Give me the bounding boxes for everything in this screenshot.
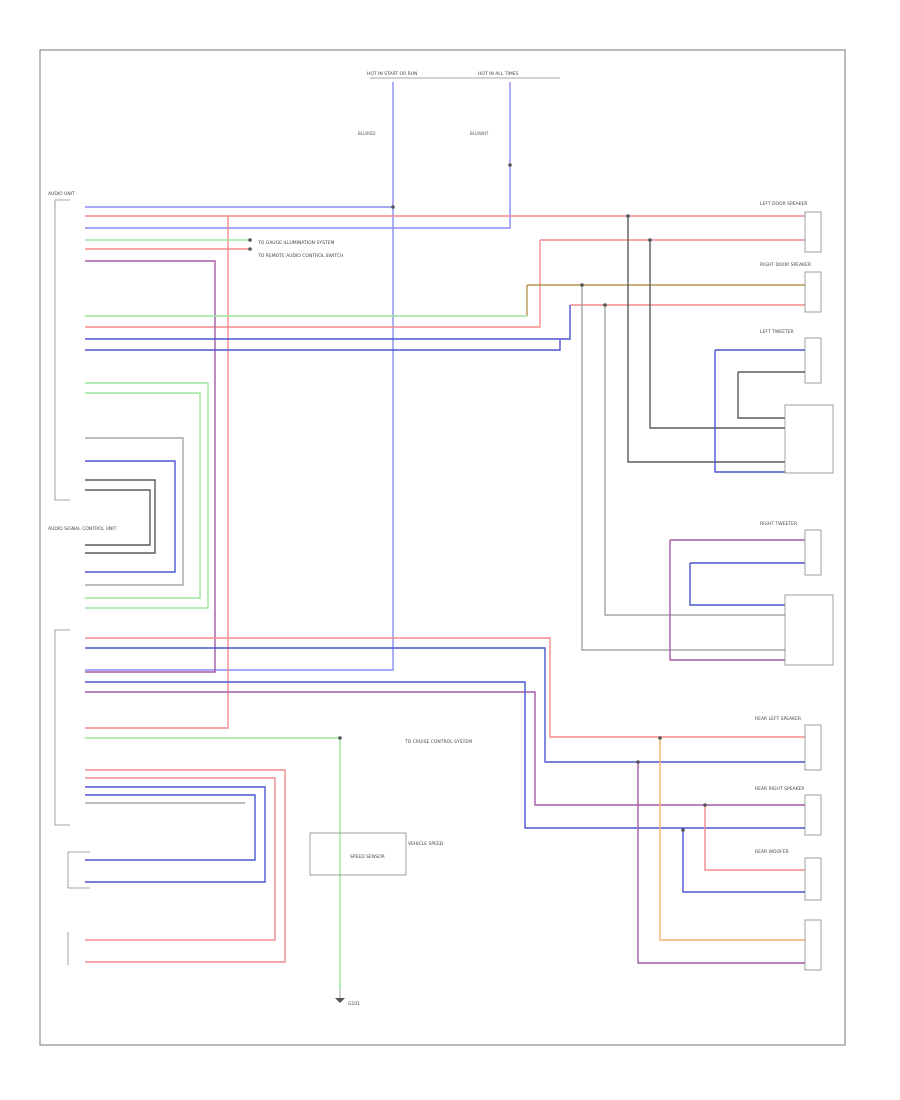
wire-black — [737, 372, 785, 419]
splice-dot — [508, 163, 512, 167]
bottom-left-components — [67, 851, 90, 965]
splice-dot — [248, 238, 252, 242]
wire-black — [627, 216, 785, 463]
wire-blue — [85, 82, 511, 229]
audio-unit-bracket — [54, 199, 70, 501]
bottom-left-speaker-symbol — [67, 851, 90, 889]
speed-sensor-label: SPEED SENSOR — [350, 854, 385, 860]
right-tweeter-label: RIGHT TWEETER — [760, 521, 797, 527]
right-tweeter-symbol — [804, 529, 822, 576]
ground-label: G101 — [348, 1001, 360, 1007]
cruise-note: TO CRUISE CONTROL SYSTEM — [404, 739, 472, 745]
wire-navy — [85, 681, 805, 829]
rear-left-speaker-symbol — [804, 724, 822, 771]
audio-note-2: TO REMOTE AUDIO CONTROL SWITCH — [257, 253, 343, 259]
wire-navy — [682, 830, 805, 893]
rear-right-speaker-label: REAR RIGHT SPEAKER — [755, 786, 805, 792]
wire-red — [85, 216, 229, 729]
diagram-frame — [39, 49, 846, 1046]
power-source-group: HOT IN START OR RUN HOT IN ALL TIMES BLU… — [358, 71, 560, 136]
wire-red — [85, 240, 541, 328]
speed-sensor-note: VEHICLE SPEED — [408, 841, 444, 847]
wire-gray — [604, 305, 785, 616]
left-door-speaker-label: LEFT DOOR SPEAKER — [760, 201, 808, 207]
wire-navy — [689, 563, 785, 606]
wire-gray — [581, 285, 785, 651]
wire-red — [85, 777, 276, 941]
rear-tweeter-symbol — [804, 919, 822, 971]
wire-green — [85, 392, 201, 599]
right-speakers: LEFT DOOR SPEAKER RIGHT DOOR SPEAKER LEF… — [755, 201, 834, 971]
splice-dots — [248, 163, 707, 832]
splice-dot — [703, 803, 707, 807]
right-door-speaker-symbol — [804, 271, 822, 313]
wire-gray — [85, 437, 184, 586]
audio-control-unit-bracket — [54, 629, 70, 826]
splice-dot — [248, 247, 252, 251]
audio-note-1: TO GAUGE ILLUMINATION SYSTEM — [257, 240, 335, 246]
speed-sensor-group: TO CRUISE CONTROL SYSTEM SPEED SENSOR VE… — [309, 739, 472, 1007]
wire-orange — [659, 738, 805, 941]
right-door-speaker-label: RIGHT DOOR SPEAKER — [760, 262, 811, 268]
audio-unit: AUDIO UNIT TO GAUGE ILLUMINATION SYSTEM … — [48, 191, 343, 501]
wire-black — [85, 479, 156, 554]
source-right-wire-label: BLU/WHT — [470, 131, 489, 136]
source-left-title: HOT IN START OR RUN — [367, 71, 417, 77]
wire-red — [85, 637, 805, 738]
splice-dot — [580, 283, 584, 287]
source-right-title: HOT IN ALL TIMES — [478, 71, 519, 77]
wire-black — [649, 240, 785, 429]
splice-dot — [626, 214, 630, 218]
wire-green — [85, 382, 209, 609]
splice-dot — [658, 736, 662, 740]
wire-red — [85, 769, 286, 963]
splice-dot — [636, 760, 640, 764]
wire-red — [704, 805, 805, 871]
source-left-wire-label: BLU/RED — [358, 131, 375, 136]
rear-right-speaker-symbol — [804, 794, 822, 836]
wire-navy — [85, 339, 561, 351]
audio-control-unit: AUDIO SIGNAL CONTROL UNIT — [48, 526, 117, 826]
splice-dot — [681, 828, 685, 832]
left-door-speaker-symbol — [804, 211, 822, 253]
wire-violet — [85, 691, 805, 806]
left-speaker-module-symbol — [784, 404, 834, 474]
left-tweeter-label: LEFT TWEETER — [760, 329, 794, 335]
wire-navy — [85, 794, 256, 861]
wire-green — [85, 737, 341, 990]
wire-violet — [85, 260, 216, 673]
wire-navy — [85, 460, 176, 573]
wire-violet — [669, 540, 785, 661]
splice-dot — [603, 303, 607, 307]
splice-dot — [391, 205, 395, 209]
audio-unit-label: AUDIO UNIT — [48, 191, 75, 197]
left-tweeter-symbol — [804, 337, 822, 384]
rear-left-speaker-label: REAR LEFT SPEAKER — [755, 716, 801, 722]
wire-navy — [714, 350, 785, 473]
rear-woofer-symbol — [804, 857, 822, 901]
wire-navy — [85, 786, 266, 883]
ground-symbol — [335, 998, 345, 1003]
splice-dot — [338, 736, 342, 740]
wire-blue — [85, 82, 394, 671]
wire-violet — [637, 762, 805, 964]
audio-control-unit-label: AUDIO SIGNAL CONTROL UNIT — [48, 526, 117, 532]
splice-dot — [648, 238, 652, 242]
rear-woofer-label: REAR WOOFER — [755, 849, 789, 855]
wire-navy — [85, 647, 805, 763]
right-speaker-module-symbol — [784, 594, 834, 666]
wire-layer — [85, 82, 805, 990]
wire-black — [85, 489, 151, 546]
speed-sensor-symbol — [309, 832, 407, 876]
wire-navy — [85, 305, 571, 340]
